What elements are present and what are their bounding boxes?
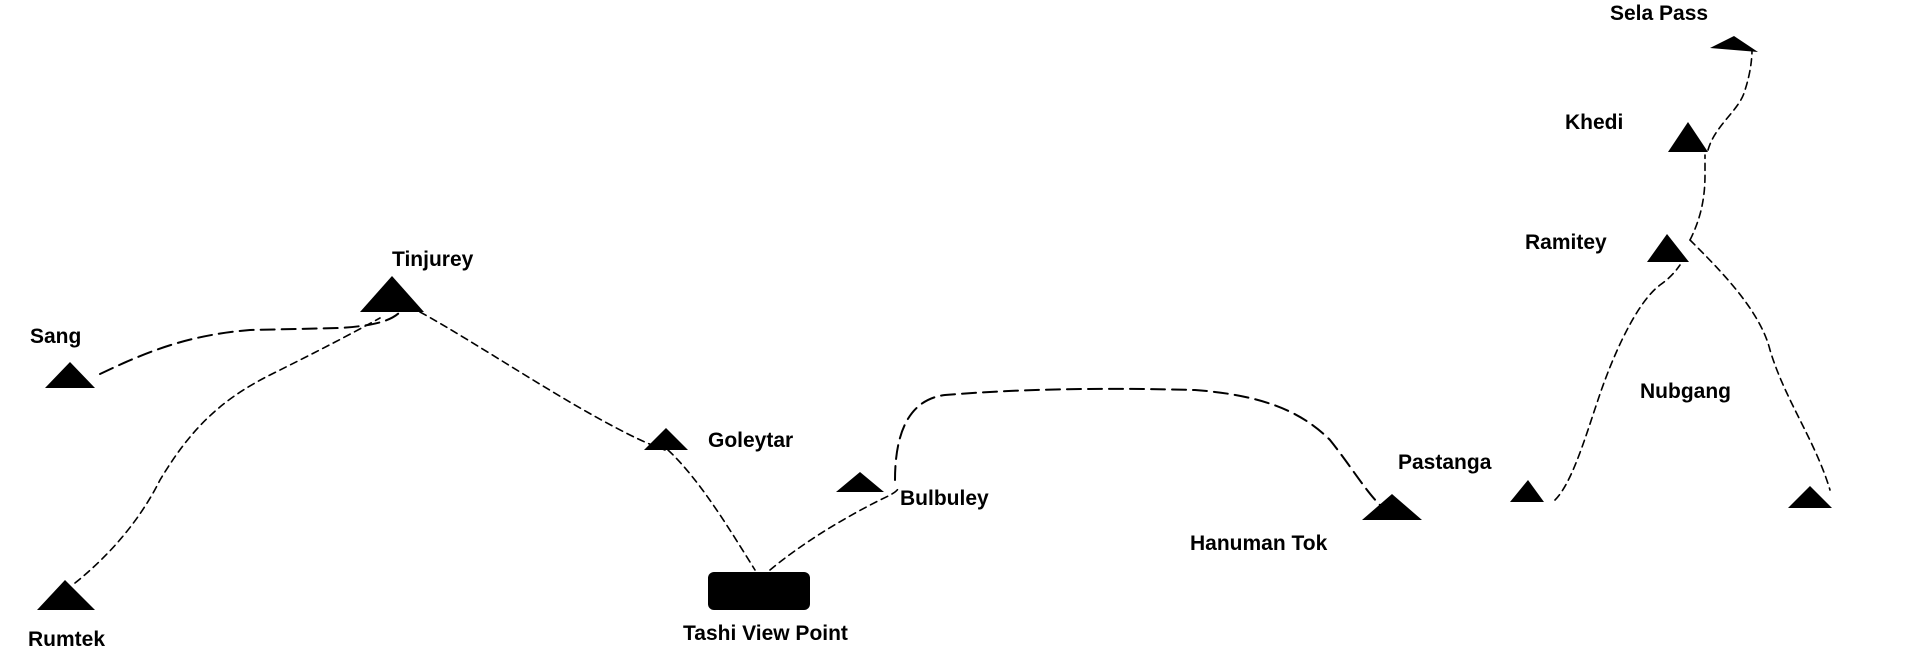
peak-triangle-icon — [45, 362, 95, 388]
route-sang-tinjurey — [99, 311, 401, 375]
peak-triangle-icon — [1788, 486, 1832, 508]
label-ramitey: Ramitey — [1525, 231, 1607, 254]
label-sang: Sang — [30, 325, 81, 348]
route-ramitey-khedi — [1689, 154, 1706, 241]
peak-triangle-icon — [1510, 480, 1544, 502]
label-sela-pass: Sela Pass — [1610, 2, 1708, 25]
peak-triangle-icon — [360, 276, 424, 312]
route-pastanga-ramitey — [1554, 264, 1681, 501]
peak-triangle-icon — [1710, 36, 1758, 52]
label-rumtek: Rumtek — [28, 628, 105, 650]
route-bulbuley-hanumantok — [894, 387, 1381, 506]
route-ramitey-nubgang-branch — [1689, 239, 1831, 491]
viewpoint-rectangle-icon — [708, 572, 810, 610]
peak-triangle-icon — [836, 472, 884, 492]
peak-triangle-icon — [37, 580, 95, 610]
route-rumtek-tinjurey — [74, 317, 381, 584]
label-tinjurey: Tinjurey — [392, 248, 474, 271]
label-khedi: Khedi — [1565, 111, 1623, 134]
label-goleytar: Goleytar — [708, 429, 793, 452]
route-tashiviewpoint-bulbuley — [769, 484, 900, 571]
label-hanuman-tok: Hanuman Tok — [1190, 532, 1328, 555]
label-bulbuley: Bulbuley — [900, 487, 989, 510]
route-tinjurey-goleytar — [419, 311, 666, 451]
label-nubgang: Nubgang — [1640, 380, 1731, 403]
peak-triangle-icon — [1668, 122, 1708, 152]
peak-triangle-icon — [1647, 234, 1689, 262]
label-pastanga: Pastanga — [1398, 451, 1492, 474]
route-goleytar-tashiviewpoint — [667, 449, 756, 571]
label-tashi-view-point: Tashi View Point — [683, 622, 848, 645]
place-markers — [37, 36, 1832, 610]
place-labels: Sela Pass Khedi Ramitey Nubgang Tinjurey… — [28, 2, 1731, 650]
peak-triangle-icon — [1362, 494, 1422, 520]
route-khedi-selapass — [1707, 49, 1753, 151]
peak-triangle-icon — [644, 428, 688, 450]
trail-routes — [74, 49, 1831, 584]
